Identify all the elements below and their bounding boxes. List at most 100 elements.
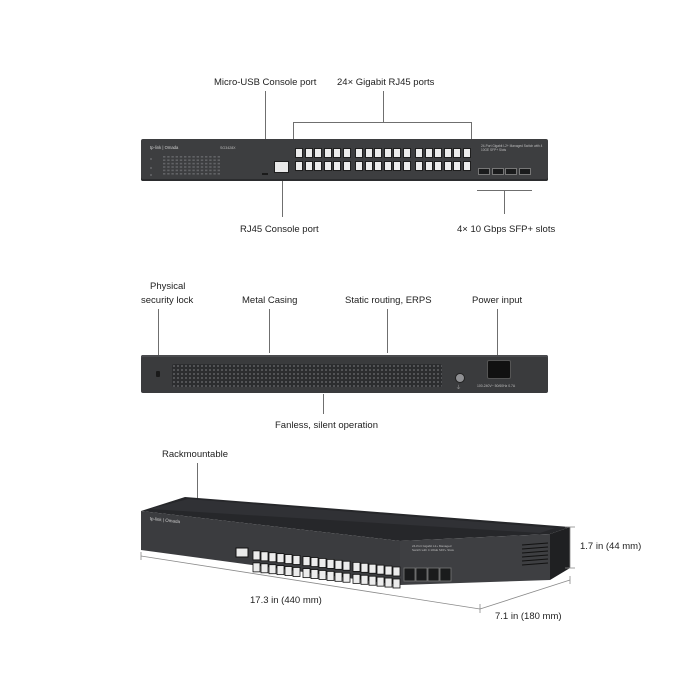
rackmountable-leader: [197, 463, 198, 503]
status-led: [217, 162, 220, 165]
rj45-port: [284, 554, 293, 564]
rj45-port: [284, 566, 293, 576]
status-led: [209, 173, 212, 175]
rj45-port: [374, 148, 382, 158]
sfp-slot: [491, 168, 504, 175]
rj45-port: [424, 161, 433, 171]
status-led: [167, 162, 170, 165]
rj45-port: [462, 148, 471, 158]
rj45-port: [443, 148, 452, 158]
status-led: [171, 159, 174, 161]
status-led: [171, 166, 174, 168]
rj45-ports-bracket-left: [293, 122, 294, 146]
static-routing-label: Static routing, ERPS: [345, 295, 432, 306]
rj45-port: [292, 555, 301, 565]
rj45-port: [376, 576, 385, 587]
grounding-screw: [455, 373, 465, 383]
rj45-port: [252, 562, 261, 573]
status-led: [213, 156, 216, 158]
rj45-port: [318, 570, 327, 580]
rj45-port: [310, 557, 319, 567]
status-led: [192, 169, 195, 172]
status-led: [205, 173, 208, 175]
rj45-port: [364, 161, 373, 171]
rj45-console-leader: [282, 177, 283, 217]
status-led: [196, 162, 199, 165]
rj45-port: [384, 577, 393, 588]
rj45-port: [360, 574, 369, 585]
status-led: [163, 162, 166, 165]
status-led: [184, 166, 187, 168]
status-led: [171, 169, 174, 172]
status-led: [179, 166, 183, 168]
rj45-port: [268, 552, 277, 563]
rj45-port: [314, 161, 322, 171]
rj45-port: [392, 578, 401, 589]
status-led: [188, 169, 191, 172]
security-lock-label-line1: Physical: [150, 281, 186, 292]
dimension-lines: [140, 526, 575, 613]
rj45-ports-bracket-top: [293, 122, 472, 123]
status-led: [196, 169, 199, 172]
status-led: [196, 156, 199, 158]
status-led: [188, 159, 191, 161]
rj45-port: [462, 161, 471, 171]
status-led: [167, 173, 170, 175]
status-led: [200, 173, 204, 175]
status-led: [217, 166, 220, 168]
status-led: [175, 159, 178, 161]
status-led: [184, 162, 187, 165]
rj45-port: [276, 553, 285, 564]
status-led: [184, 159, 187, 161]
rj45-port: [260, 551, 269, 562]
front-description-label: 24-Port Gigabit L2+ Managed Switch with …: [481, 144, 543, 152]
fanless-label: Fanless, silent operation: [275, 420, 378, 431]
rj45-ports-label: 24× Gigabit RJ45 ports: [337, 77, 435, 88]
rj45-port: [304, 161, 313, 171]
status-led: [179, 162, 183, 165]
width-dimension-label: 17.3 in (440 mm): [250, 595, 322, 606]
status-led: [175, 169, 178, 172]
status-led: [163, 166, 166, 168]
status-led: [188, 173, 191, 175]
rj45-port: [342, 560, 351, 571]
status-led: [184, 173, 187, 175]
status-led: [217, 169, 220, 172]
status-led: [196, 166, 199, 168]
status-led: [217, 159, 220, 161]
status-led: [209, 162, 212, 165]
status-led: [192, 173, 195, 175]
status-led: [163, 159, 166, 161]
rj45-port: [334, 571, 343, 582]
sfp-slot: [505, 168, 517, 175]
rackmountable-label: Rackmountable: [162, 449, 229, 460]
rj45-port: [393, 148, 401, 158]
status-led: [184, 169, 187, 172]
rj45-port: [368, 563, 377, 574]
status-led: [171, 156, 174, 158]
metal-casing-label: Metal Casing: [242, 295, 298, 306]
rj45-port: [364, 148, 373, 158]
sfp-slots-label: 4× 10 Gbps SFP+ slots: [457, 224, 556, 235]
status-led: [175, 166, 178, 168]
status-led: [217, 173, 220, 175]
rj45-port: [368, 575, 377, 586]
rj45-port: [402, 161, 411, 171]
ground-icon: ⏚: [456, 385, 462, 391]
status-led: [163, 173, 166, 175]
rj45-port: [302, 556, 311, 567]
micro-usb-port: [262, 173, 268, 175]
rj45-port: [276, 565, 285, 576]
status-led: [205, 166, 208, 168]
status-led: [179, 159, 183, 161]
status-led: [213, 159, 216, 161]
status-led: [192, 159, 195, 161]
power-input-leader: [497, 309, 498, 356]
status-led: [192, 162, 195, 165]
rj45-port: [393, 161, 401, 171]
status-led: [217, 156, 220, 158]
rj45-port: [443, 161, 452, 171]
status-led: [200, 159, 204, 161]
rj45-port: [383, 148, 392, 158]
